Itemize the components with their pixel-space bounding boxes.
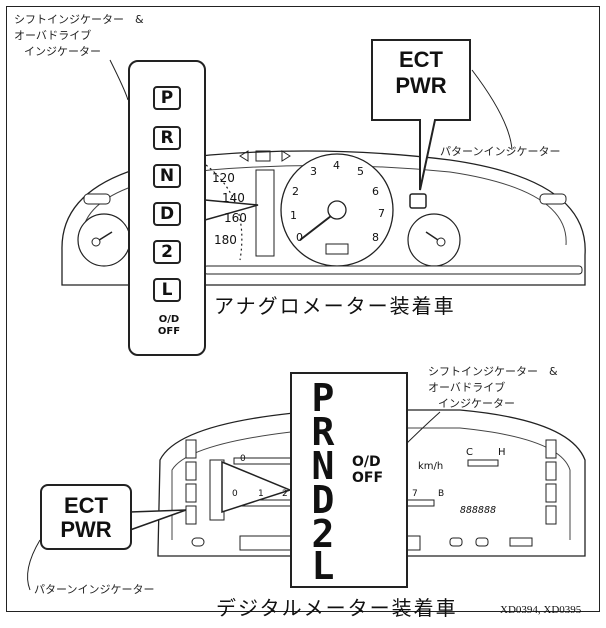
od-off-line2: OFF — [157, 326, 181, 337]
overdrive-label: オーバドライブ — [14, 29, 92, 42]
ect-label: ECT — [399, 47, 443, 72]
digital-gear-n: N — [311, 444, 335, 488]
od-off-line1: O/D — [158, 314, 180, 325]
digital-indicator-label: インジケーター — [438, 397, 515, 410]
digital-od-label: O/D — [352, 454, 381, 470]
gear-2: 2 — [153, 240, 181, 264]
pattern-indicator-label-bottom: パターンインジケーター — [34, 583, 155, 596]
digital-pwr-label: PWR — [60, 517, 112, 542]
figure-id: XD0394, XD0395 — [500, 604, 582, 616]
digital-kmh: km/h — [418, 461, 444, 472]
digital-one: 1 — [258, 489, 264, 499]
gear-p: P — [153, 86, 181, 110]
pwr-label: PWR — [395, 73, 447, 98]
digital-zero: 0 — [232, 489, 238, 499]
tacho-tick-5: 5 — [357, 165, 364, 178]
digital-gear-r: R — [311, 410, 335, 454]
indicator-label: インジケーター — [24, 45, 101, 58]
shift-indicator-panel: P R N D 2 L O/D OFF — [128, 60, 206, 356]
digital-h: H — [498, 447, 506, 458]
gear-d: D — [153, 202, 181, 226]
digital-odometer: 888888 — [460, 505, 497, 516]
digital-ect-box: ECT PWR — [40, 484, 132, 550]
digital-two: 2 — [282, 489, 288, 499]
speedo-tick-180: 180 — [214, 233, 237, 247]
tacho-tick-2: 2 — [292, 185, 299, 198]
digital-c: C — [466, 447, 473, 458]
digital-gear-d: D — [311, 478, 335, 522]
digital-seven: 7 — [412, 489, 418, 499]
pattern-indicator-label-top: パターンインジケーター — [440, 145, 561, 158]
digital-gear-p: P — [311, 376, 335, 420]
digital-gear-l: L — [311, 544, 335, 588]
speedo-tick-140: 140 — [222, 191, 245, 205]
tacho-tick-6: 6 — [372, 185, 379, 198]
speedo-tick-120: 120 — [212, 171, 235, 185]
tacho-tick-0: 0 — [296, 231, 303, 244]
digital-b: B — [438, 489, 445, 499]
digital-shift-indicator-label: シフトインジケーター & — [428, 365, 558, 378]
gear-l: L — [153, 278, 181, 302]
digital-off-label: OFF — [352, 470, 384, 486]
analog-meter-caption: アナグロメーター装着車 — [214, 294, 456, 318]
tacho-tick-1: 1 — [290, 209, 297, 222]
gear-n: N — [153, 164, 181, 188]
shift-indicator-label: シフトインジケーター & — [14, 13, 144, 26]
tacho-tick-8: 8 — [372, 231, 379, 244]
digital-gear-panel: P R N D 2 L O/D OFF — [290, 372, 408, 588]
digital-overdrive-label: オーバドライブ — [428, 381, 506, 394]
tacho-tick-7: 7 — [378, 207, 385, 220]
tacho-tick-3: 3 — [310, 165, 317, 178]
digital-gear-2: 2 — [311, 512, 335, 556]
figure-frame — [6, 6, 600, 612]
gear-r: R — [153, 126, 181, 150]
digital-meter-caption: デジタルメーター装着車 — [216, 596, 458, 620]
digital-e: 0 — [240, 454, 246, 464]
speedo-tick-160: 160 — [224, 211, 247, 225]
tacho-tick-4: 4 — [333, 159, 340, 172]
digital-ect-label: ECT — [64, 493, 108, 518]
